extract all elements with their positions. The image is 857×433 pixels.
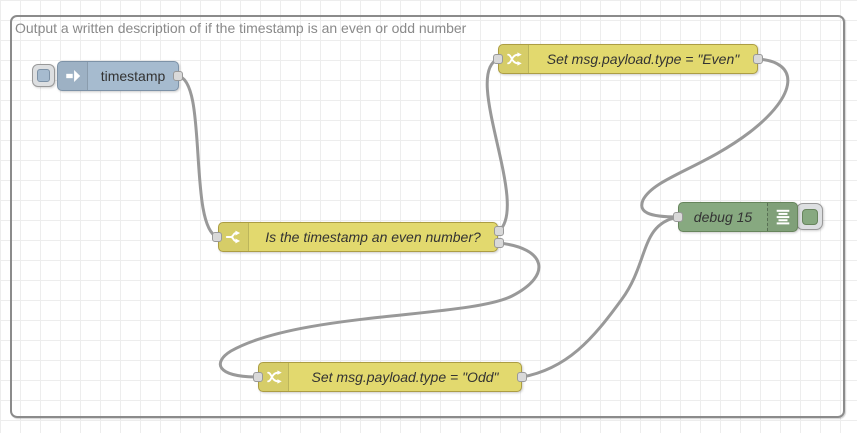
wire-change-odd-to-debug[interactable] [520, 215, 680, 379]
port-inject-output[interactable] [173, 71, 183, 81]
port-debug-input[interactable] [673, 212, 683, 222]
switch-icon-strip [219, 223, 249, 251]
change-icon-strip [499, 45, 529, 73]
port-change-even-input[interactable] [493, 54, 503, 64]
wire-switch-out1-to-change-even[interactable] [485, 57, 509, 233]
port-change-odd-input[interactable] [253, 372, 263, 382]
node-label: Set msg.payload.type = "Odd" [311, 369, 499, 385]
wire-change-even-to-debug[interactable] [640, 57, 790, 219]
node-debug-15[interactable]: debug 15 [678, 202, 798, 232]
change-icon-strip [259, 363, 289, 391]
wire-inject-to-switch[interactable] [176, 74, 219, 239]
port-switch-output-1[interactable] [494, 226, 504, 236]
inject-icon-strip [58, 62, 88, 90]
node-switch-even-check[interactable]: Is the timestamp an even number? [218, 222, 498, 252]
inject-trigger-button-face [37, 69, 50, 82]
node-label: timestamp [100, 68, 166, 84]
switch-fork-icon [225, 230, 240, 244]
change-swap-icon [506, 52, 522, 66]
port-change-even-output[interactable] [753, 54, 763, 64]
node-change-set-even[interactable]: Set msg.payload.type = "Even" [498, 44, 758, 74]
change-swap-icon [266, 370, 282, 384]
port-change-odd-output[interactable] [517, 372, 527, 382]
node-label: debug 15 [693, 209, 753, 225]
debug-enable-toggle-face [801, 208, 818, 225]
debug-icon-strip [767, 203, 797, 231]
debug-enable-toggle[interactable] [796, 203, 823, 230]
debug-list-icon [776, 209, 789, 225]
node-inject-timestamp[interactable]: timestamp [57, 61, 179, 91]
flow-caption: Output a written description of if the t… [15, 20, 467, 36]
wire-switch-out2-to-change-odd[interactable] [218, 241, 541, 379]
port-switch-output-2[interactable] [494, 238, 504, 248]
node-label: Is the timestamp an even number? [265, 229, 481, 245]
inject-trigger-button[interactable] [32, 64, 55, 87]
node-label: Set msg.payload.type = "Even" [546, 51, 740, 67]
port-switch-input[interactable] [212, 232, 222, 242]
node-change-set-odd[interactable]: Set msg.payload.type = "Odd" [258, 362, 522, 392]
inject-arrow-icon [65, 70, 80, 82]
